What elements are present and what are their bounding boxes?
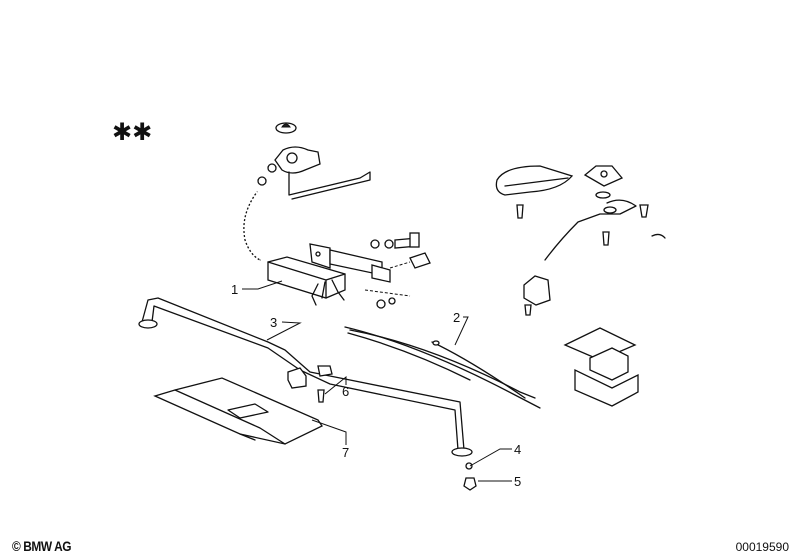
switch: [563, 327, 639, 407]
callout-6: 6: [342, 384, 349, 399]
star-washer-and-nut: [463, 462, 477, 491]
image-number: 00019590: [735, 540, 789, 554]
callout-7: 7: [342, 445, 349, 460]
antenna-rod: [288, 171, 371, 200]
cable-hose: [243, 191, 261, 261]
two-star-marker-icon: ✱✱: [112, 118, 152, 146]
bolt-washer-set: [364, 232, 431, 309]
callout-4: 4: [514, 442, 521, 457]
callout-line-1: [242, 280, 283, 290]
callout-5: 5: [514, 474, 521, 489]
antenna-housing: [495, 165, 574, 219]
callout-line-2: [454, 316, 469, 346]
antenna-base: [257, 146, 321, 186]
callout-1: 1: [231, 282, 238, 297]
callout-line-6: [324, 375, 347, 395]
callout-line-7: [311, 419, 347, 445]
callout-2: 2: [453, 310, 460, 325]
callout-3: 3: [270, 315, 277, 330]
wiring-cable: [344, 326, 541, 409]
callout-line-4: [469, 448, 512, 467]
callout-line-3: [266, 321, 302, 341]
svg-text:✱✱: ✱✱: [112, 118, 152, 146]
cable-hose-inner: [242, 191, 261, 262]
mounting-bracket: [309, 243, 391, 283]
copyright-label: © BMW AG: [12, 538, 72, 554]
cover-plate: [153, 377, 323, 445]
antenna-cap: [275, 122, 297, 134]
antenna-mount: [523, 165, 666, 316]
amplifier-unit: [267, 256, 346, 306]
harness-bar: [138, 297, 473, 457]
screw: [317, 389, 325, 403]
